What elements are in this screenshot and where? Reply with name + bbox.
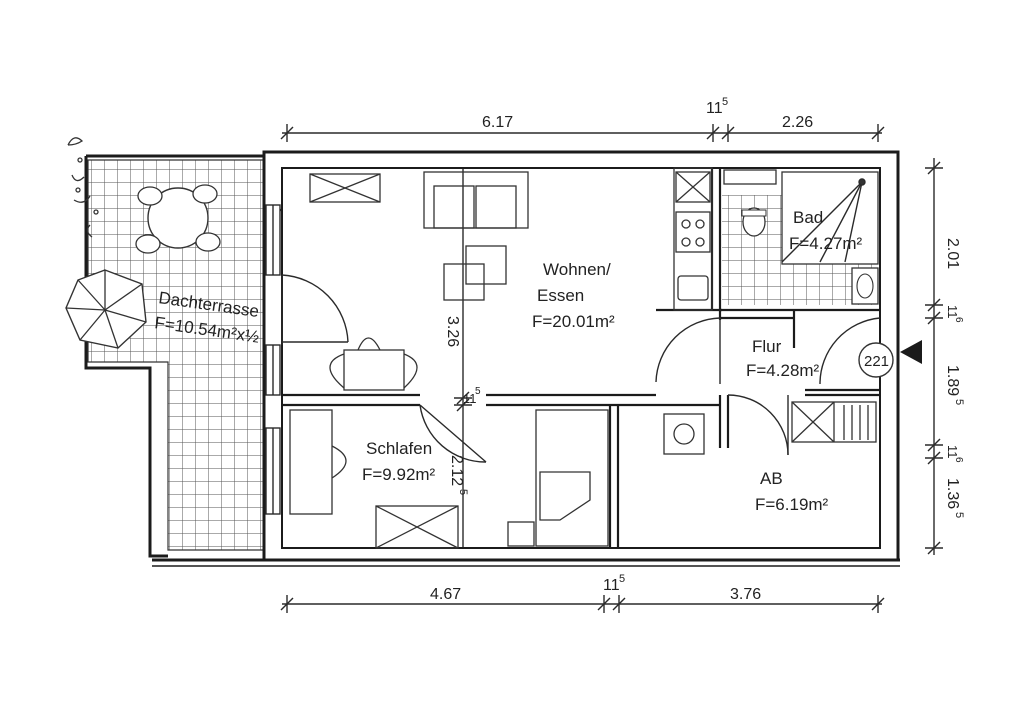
bath-area: F=4.27m² — [789, 234, 863, 253]
living-name-1: Wohnen/ — [543, 260, 611, 279]
dim-interior-bedroom-sup: 5 — [457, 489, 469, 495]
dim-right-wall2-sup: 6 — [953, 457, 964, 463]
dim-bottom-wall-sup: 5 — [619, 573, 625, 585]
storage-furniture — [663, 401, 877, 455]
dim-interior-bedroom: 2.12 — [448, 455, 465, 486]
bedroom-furniture — [289, 409, 609, 549]
dim-bottom-wall: 11 — [603, 577, 620, 594]
dim-right-storage-sup: 5 — [953, 512, 965, 518]
dim-top-right: 2.26 — [782, 114, 813, 131]
dim-right-bath: 2.01 — [944, 238, 961, 269]
doors — [281, 274, 881, 463]
terrace — [65, 137, 265, 558]
dim-right-wall1-sup: 6 — [953, 317, 964, 323]
plant-icon — [67, 137, 99, 238]
dim-interior-living: 3.26 — [444, 316, 461, 347]
kitchen — [673, 167, 713, 311]
bedroom-area: F=9.92m² — [362, 465, 436, 484]
bath-name: Bad — [793, 208, 823, 227]
dim-bottom-right: 3.76 — [730, 586, 761, 603]
unit-number-badge — [858, 342, 894, 378]
dim-right-wall1: 11 — [945, 305, 960, 319]
living-name-2: Essen — [537, 286, 584, 305]
living-area: F=20.01m² — [532, 312, 615, 331]
dim-right-hall: 1.89 — [944, 365, 961, 396]
windows — [265, 204, 281, 515]
hall-name: Flur — [752, 337, 782, 356]
storage-name: AB — [760, 469, 783, 488]
entry-arrow-icon — [900, 340, 922, 364]
dim-interior-wall-sup: 5 — [475, 386, 481, 397]
dim-right-storage: 1.36 — [944, 478, 961, 509]
hall-area: F=4.28m² — [746, 361, 820, 380]
dim-top-wall: 11 — [706, 100, 723, 117]
bedroom-name: Schlafen — [366, 439, 432, 458]
dim-interior-wall: 11 — [463, 391, 477, 406]
exterior-walls — [152, 150, 900, 567]
dimension-lines — [280, 124, 943, 613]
bathroom — [722, 169, 879, 305]
dim-right-wall2: 11 — [945, 445, 960, 459]
dim-top-left: 6.17 — [482, 114, 513, 131]
living-furniture — [309, 171, 529, 391]
dim-bottom-left: 4.67 — [430, 586, 461, 603]
storage-area: F=6.19m² — [755, 495, 829, 514]
dim-right-hall-sup: 5 — [953, 399, 965, 405]
dim-top-wall-sup: 5 — [722, 96, 728, 108]
unit-number: 221 — [864, 353, 889, 370]
interior-walls — [264, 168, 880, 548]
